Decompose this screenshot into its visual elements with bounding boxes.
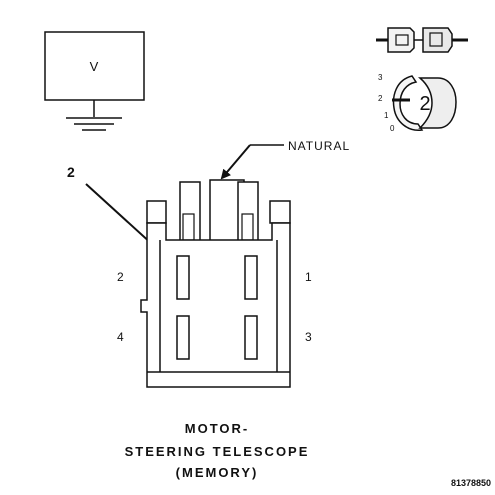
- natural-callout: NATURAL: [220, 139, 350, 180]
- dial-back-icon: [392, 75, 424, 131]
- title-line-3: (MEMORY): [176, 465, 259, 480]
- left-ear: [146, 200, 167, 224]
- voltmeter-symbol: V: [44, 31, 145, 131]
- pin-slot-2: [176, 255, 190, 300]
- figure-id: 81378850: [451, 478, 491, 488]
- voltmeter-label: V: [90, 59, 99, 74]
- pointer-number: 2: [67, 164, 75, 180]
- diagram-title: MOTOR- STEERING TELESCOPE (MEMORY): [125, 421, 310, 480]
- pin-label-3: 3: [305, 330, 312, 344]
- scale-label-3: 3: [378, 73, 383, 82]
- scale-label-1: 1: [384, 111, 389, 120]
- pin-slot-3: [244, 315, 258, 360]
- right-ear: [269, 200, 291, 224]
- connector-plug-icon: [376, 27, 468, 53]
- ground-icon: [66, 117, 122, 131]
- connector-face: 2 1 4 3: [117, 179, 312, 388]
- selected-position: 2: [419, 93, 430, 115]
- pin-slot-1: [244, 255, 258, 300]
- dial-face-icon: [418, 77, 457, 129]
- natural-label: NATURAL: [288, 139, 350, 153]
- scale-label-0: 0: [390, 124, 395, 133]
- pin-slot-4: [176, 315, 190, 360]
- connector-body: [140, 222, 291, 388]
- pin-label-1: 1: [305, 270, 312, 284]
- scale-label-2: 2: [378, 94, 383, 103]
- pin-label-2: 2: [117, 270, 124, 284]
- title-line-1: MOTOR-: [185, 421, 249, 436]
- pin-label-4: 4: [117, 330, 124, 344]
- position-indicator: 3 2 1 0 2: [378, 73, 457, 133]
- title-line-2: STEERING TELESCOPE: [125, 444, 310, 459]
